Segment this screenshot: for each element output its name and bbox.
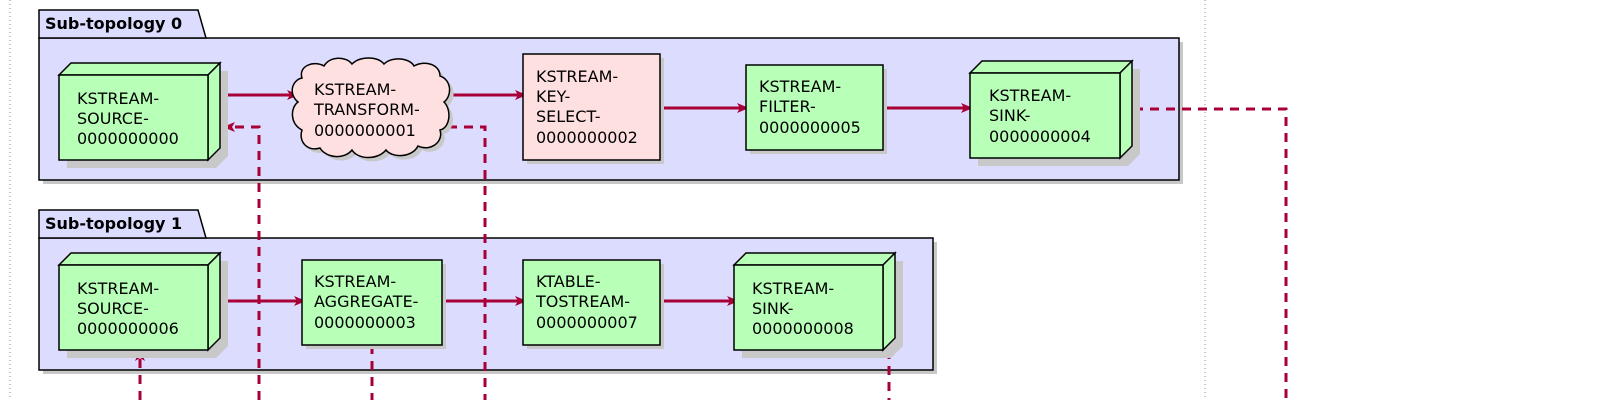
svg-text:KSTREAM- SOURCE- 0: KSTREAM- SOURCE- 0000000006 (77, 279, 179, 338)
node-key-select-0000000002[interactable]: KSTREAM- KEY- SELECT- 0000000002 (522, 53, 664, 164)
node-sink-0000000008[interactable]: KSTREAM- SINK- 0000000008 (732, 251, 903, 358)
node-label-line: KSTREAM- (989, 86, 1071, 105)
node-label-line: TOSTREAM- (535, 292, 630, 311)
node-label-line: KSTREAM- (536, 67, 618, 86)
sub-topology-0-title: Sub-topology 0 (45, 14, 182, 33)
node-label-line: TRANSFORM- (313, 100, 420, 119)
repartition-links (135, 107, 1288, 400)
node-label-line: 0000000005 (759, 118, 861, 137)
node-label-line: KSTREAM- (759, 77, 841, 96)
node-label-line: FILTER- (759, 97, 816, 116)
node-sink-0000000004[interactable]: KSTREAM- SINK- 0000000004 (968, 59, 1140, 166)
node-label-line: 0000000007 (536, 313, 638, 332)
svg-text:KSTREAM- SINK- 000: KSTREAM- SINK- 0000000004 (989, 86, 1091, 146)
node-label-line: 0000000001 (314, 121, 416, 140)
node-label-line: SOURCE- (77, 109, 149, 128)
node-label-line: SELECT- (536, 107, 601, 126)
node-label-line: 0000000006 (77, 319, 179, 338)
node-label-line: KSTREAM- (314, 272, 396, 291)
node-label-line: 0000000008 (752, 319, 854, 338)
link-from-sink-4 (1134, 107, 1288, 400)
node-label-line: KTABLE- (536, 272, 601, 291)
node-label-line: KSTREAM- (77, 89, 159, 108)
node-label-line: SINK- (989, 106, 1030, 125)
svg-text:KSTREAM- AGGREGATE-: KSTREAM- AGGREGATE- 0000000003 (314, 272, 424, 332)
sub-topology-1-title: Sub-topology 1 (45, 214, 182, 233)
node-label-line: KSTREAM- (77, 279, 159, 298)
svg-text:KSTREAM- SINK- 000: KSTREAM- SINK- 0000000008 (752, 279, 854, 338)
node-label-line: 0000000000 (77, 129, 179, 148)
svg-text:KSTREAM- SOURCE- 0: KSTREAM- SOURCE- 0000000000 (77, 89, 179, 148)
svg-text:KSTREAM- TRANSFORM-: KSTREAM- TRANSFORM- 0000000001 (313, 80, 425, 140)
node-transform-0000000001[interactable]: KSTREAM- TRANSFORM- 0000000001 (291, 57, 454, 162)
node-label-line: 0000000002 (536, 128, 638, 147)
node-source-0000000006[interactable]: KSTREAM- SOURCE- 0000000006 (57, 251, 228, 358)
node-label-line: 0000000004 (989, 127, 1091, 146)
node-label-line: SINK- (752, 299, 793, 318)
svg-text:KSTREAM- FILTER- 0: KSTREAM- FILTER- 0000000005 (759, 77, 861, 137)
node-label-line: SOURCE- (77, 299, 149, 318)
node-label-line: AGGREGATE- (314, 292, 418, 311)
node-aggregate-0000000003[interactable]: KSTREAM- AGGREGATE- 0000000003 (301, 259, 446, 349)
flow-edges (220, 90, 973, 306)
node-label-line: KSTREAM- (752, 279, 834, 298)
node-label-line: KEY- (536, 87, 570, 106)
svg-text:KSTREAM- KEY- SELE: KSTREAM- KEY- SELECT- 0000000002 (536, 67, 638, 147)
svg-text:KTABLE- TOSTREAM-: KTABLE- TOSTREAM- 0000000007 (535, 272, 638, 332)
link-from-transform-1 (448, 125, 487, 400)
node-source-0000000000[interactable]: KSTREAM- SOURCE- 0000000000 (57, 61, 228, 168)
node-label-line: 0000000003 (314, 313, 416, 332)
node-filter-0000000005[interactable]: KSTREAM- FILTER- 0000000005 (745, 64, 887, 154)
node-tostream-0000000007[interactable]: KTABLE- TOSTREAM- 0000000007 (522, 259, 664, 349)
link-into-source-0 (223, 122, 261, 400)
node-label-line: KSTREAM- (314, 80, 396, 99)
